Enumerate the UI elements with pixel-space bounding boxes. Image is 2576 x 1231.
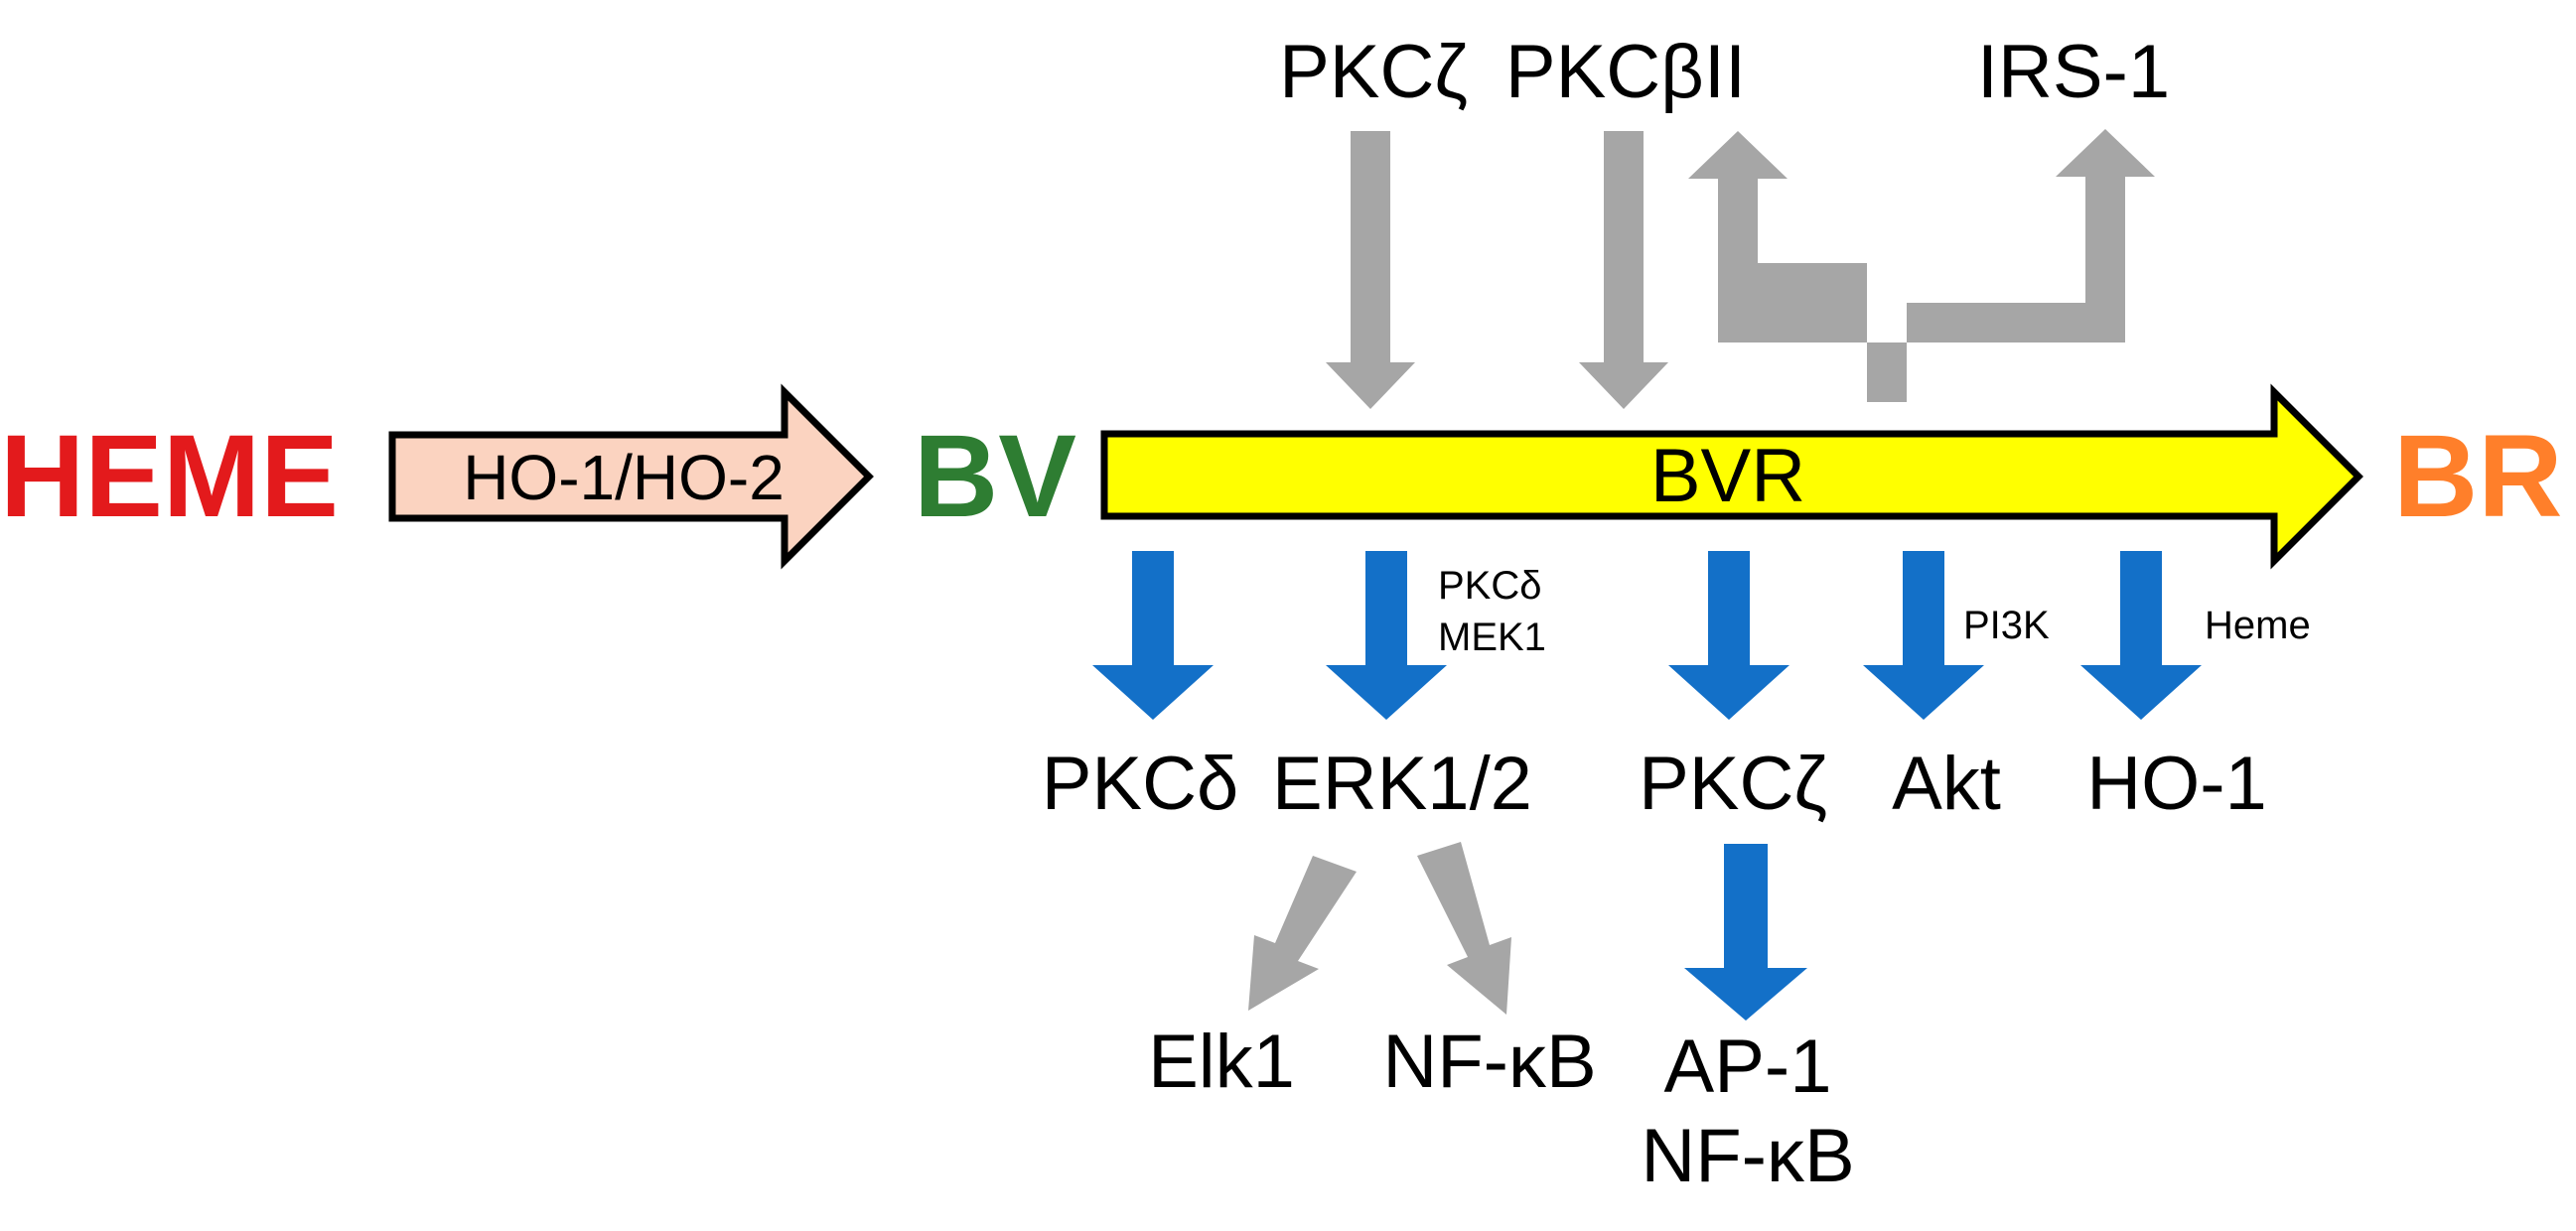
target-ap1-label: AP-1 <box>1664 1025 1832 1109</box>
upstream-pkcbii-arrow <box>1579 131 1668 409</box>
downstream-pkcd-label: PKCδ <box>1042 742 1239 826</box>
downstream-ho1-label: HO-1 <box>2086 742 2267 826</box>
pkcz-to-ap1-arrow <box>1684 844 1807 1021</box>
downstream-akt-label: Akt <box>1892 742 2001 826</box>
bvr-label: BVR <box>1650 434 1805 518</box>
erk-to-nfkb-arrow <box>1417 842 1511 1015</box>
downstream-erk-label: ERK1/2 <box>1272 742 1532 826</box>
target-nfkb-erk-label: NF-κB <box>1382 1020 1596 1104</box>
upstream-pkcz-label: PKCζ <box>1279 30 1468 114</box>
bv-label: BV <box>914 411 1076 542</box>
ho1-cofactor: Heme <box>2205 604 2311 647</box>
target-nfkb-pkcz-label: NF-κB <box>1641 1114 1854 1198</box>
target-elk1-label: Elk1 <box>1148 1020 1295 1104</box>
erk-cofactor-1: PKCδ <box>1438 564 1542 608</box>
downstream-ho1-arrow <box>2080 551 2202 720</box>
erk-cofactor-2: MEK1 <box>1438 616 1546 659</box>
ho-enzyme-arrow <box>388 383 874 570</box>
downstream-pkcd-arrow <box>1092 551 1214 720</box>
upstream-irs1-label: IRS-1 <box>1977 30 2170 114</box>
bvr-enzyme-arrow <box>1100 383 2363 570</box>
bvr-branch-arrow <box>1688 129 2155 402</box>
upstream-pkcz-arrow <box>1326 131 1415 409</box>
downstream-pkcz-arrow <box>1668 551 1789 720</box>
downstream-pkcz-label: PKCζ <box>1639 742 1827 826</box>
erk-to-elk1-arrow <box>1248 856 1357 1011</box>
downstream-erk-arrow <box>1326 551 1447 720</box>
ho-enzyme-label: HO-1/HO-2 <box>463 442 785 513</box>
br-label: BR <box>2393 411 2562 542</box>
akt-cofactor: PI3K <box>1963 604 2050 647</box>
heme-label: HEME <box>0 411 339 542</box>
downstream-akt-arrow <box>1863 551 1984 720</box>
upstream-pkcbii-label: PKCβII <box>1505 30 1746 114</box>
